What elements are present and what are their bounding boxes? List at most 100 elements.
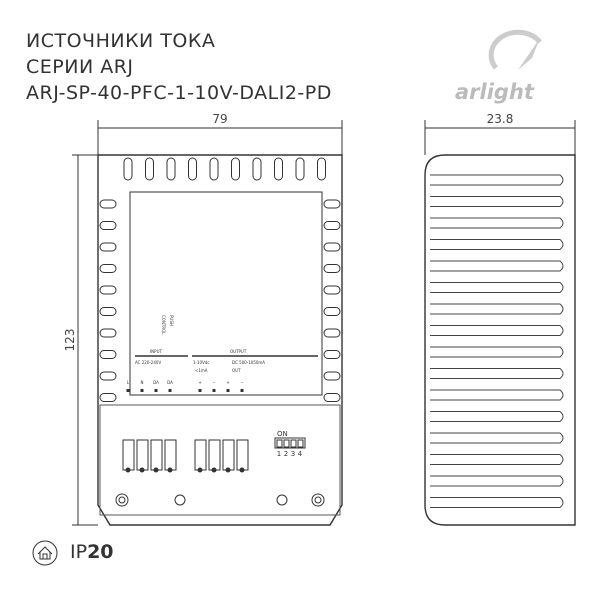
cooling-slot [99, 350, 117, 359]
driver-body-side [424, 154, 576, 526]
side-fin [430, 454, 564, 465]
terminal-marker [240, 389, 244, 392]
terminal-marker [212, 389, 216, 392]
output-range: DC 500-1050mA [232, 360, 265, 365]
terminal-screw [167, 467, 173, 473]
cooling-slot [317, 157, 326, 181]
side-fin [430, 389, 564, 401]
cooling-slot [99, 307, 117, 316]
label-panel [129, 191, 323, 396]
cooling-slot [323, 328, 341, 338]
dip-on-label: ON [277, 430, 288, 438]
terminal-5[interactable] [194, 439, 207, 471]
push-label: PUSH [169, 315, 174, 326]
terminal-screw [125, 467, 131, 473]
terminal-3[interactable] [150, 439, 163, 471]
terminal-block-area [99, 404, 341, 516]
cooling-slot [99, 371, 117, 381]
side-fin [430, 217, 564, 229]
cooling-slot [166, 157, 176, 181]
terminal-label: DA [153, 380, 159, 385]
dip-number: 1 [277, 450, 281, 458]
dip-switch-3[interactable] [290, 439, 297, 448]
dip-number: 4 [298, 450, 303, 458]
terminal-2[interactable] [136, 439, 149, 471]
title-line2: СЕРИИ ARJ [26, 56, 134, 78]
dim-current: <1mA [195, 368, 208, 373]
terminal-label: DA [167, 380, 173, 385]
side-fin [430, 196, 564, 207]
cooling-slot [99, 328, 117, 338]
terminal-marker [168, 389, 172, 392]
side-fin [430, 475, 564, 487]
terminal-screw [211, 467, 217, 473]
dip-number: 3 [291, 450, 295, 458]
cooling-slot [323, 242, 341, 252]
terminal-7[interactable] [222, 439, 235, 471]
cooling-slot [99, 264, 117, 273]
terminal-screw [153, 467, 159, 473]
terminal-marker [126, 389, 130, 392]
out-label: OUT [232, 368, 241, 373]
title-line1: ИСТОЧНИКИ ТОКА [26, 30, 216, 52]
cooling-slot [99, 285, 117, 295]
side-fin [430, 497, 564, 508]
terminal-marker [198, 389, 202, 392]
terminal-label: N [141, 380, 144, 385]
cooling-slot [323, 221, 341, 230]
side-fin [430, 368, 564, 379]
cooling-slot [99, 199, 117, 209]
cooling-slot [323, 371, 341, 381]
arlight-logo-icon [488, 29, 542, 70]
terminal-screw [225, 467, 231, 473]
cooling-slot [123, 157, 133, 181]
terminal-label: L [127, 380, 130, 385]
driver-body-front [97, 154, 343, 526]
cooling-slot [252, 157, 262, 181]
cooling-slot [323, 264, 341, 273]
side-fin [430, 239, 564, 250]
side-fin [430, 303, 564, 315]
dip-switch[interactable] [274, 437, 306, 449]
side-fin [430, 174, 564, 186]
cooling-slot [209, 157, 219, 181]
cooling-slot [99, 242, 117, 252]
dip-switch-1[interactable] [276, 439, 283, 448]
terminal-8[interactable] [236, 439, 249, 471]
terminal-4[interactable] [164, 439, 177, 471]
depth-label: 23.8 [487, 112, 514, 126]
side-fin [430, 432, 564, 444]
cooling-slot [295, 157, 305, 181]
cooling-slot [323, 350, 341, 359]
model-name: ARJ-SP-40-PFC-1-10V-DALI2-PD [26, 82, 332, 104]
cooling-slot [323, 307, 341, 316]
cooling-slot [188, 157, 197, 181]
side-fin [430, 325, 564, 336]
terminal-marker [154, 389, 158, 392]
cooling-slot [231, 157, 240, 181]
cooling-slot [99, 393, 117, 402]
terminal-1[interactable] [122, 439, 135, 471]
side-fin [430, 260, 564, 272]
terminal-label: − [240, 380, 243, 385]
terminal-marker [226, 389, 230, 392]
side-fin [430, 282, 564, 293]
dim-range: 1-10Vdc [193, 360, 210, 365]
brand-logo: arlight [455, 80, 534, 104]
side-fin [430, 346, 564, 358]
dip-switch-4[interactable] [297, 439, 304, 448]
terminal-screw [139, 467, 145, 473]
control-label: CONTROL [161, 315, 166, 335]
side-fin [430, 411, 564, 422]
terminal-label: + [226, 380, 229, 385]
cooling-slot [323, 393, 341, 402]
terminal-label: − [212, 380, 215, 385]
ip-rating: IP20 [70, 541, 114, 563]
dip-number: 2 [284, 450, 288, 458]
input-label: INPUT [150, 349, 163, 354]
width-label: 79 [212, 112, 227, 126]
cooling-slot [323, 285, 341, 295]
terminal-6[interactable] [208, 439, 221, 471]
dip-switch-2[interactable] [283, 439, 290, 448]
height-label: 123 [63, 329, 77, 352]
